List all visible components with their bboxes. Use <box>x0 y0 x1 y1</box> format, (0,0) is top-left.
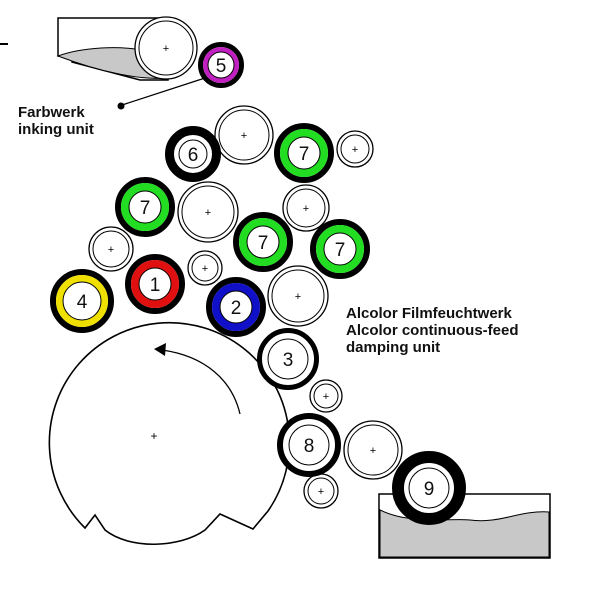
roller-7a-color-ring <box>280 129 328 177</box>
damping-distributor-roller: + <box>267 265 329 327</box>
roller-4-core <box>62 281 102 321</box>
distributor-roller-2-inner <box>181 185 235 239</box>
fountain-roller-center-mark: + <box>163 43 169 55</box>
roller-7c-color-ring <box>239 218 287 266</box>
inking-label-en: inking unit <box>18 121 94 138</box>
damping-rider-roller-1-inner <box>313 383 339 409</box>
roller-7b: 7 <box>115 177 175 237</box>
damping-distributor-roller-inner <box>271 269 325 323</box>
roller-3-number: 3 <box>283 350 294 371</box>
roller-1-color-ring <box>131 260 179 308</box>
plate-cylinder-center-mark: + <box>150 429 157 443</box>
roller-2: 2 <box>206 277 266 337</box>
roller-7c-core <box>246 225 280 259</box>
roller-7b-color-ring <box>121 183 169 231</box>
damping-rider-roller-2-center-mark: + <box>318 486 324 498</box>
damping-distributor-roller-center-mark: + <box>295 291 301 303</box>
roller-7d: 7 <box>310 219 370 279</box>
fountain-roller: + <box>134 16 198 80</box>
rider-roller-3: + <box>88 226 134 272</box>
roller-9-number: 9 <box>424 479 435 500</box>
rider-roller-4-center-mark: + <box>202 263 208 275</box>
distributor-roller-2-center-mark: + <box>205 207 211 219</box>
rotation-arrow-head <box>154 343 166 356</box>
rider-roller-1-center-mark: + <box>352 144 358 156</box>
roller-8-number: 8 <box>304 436 315 457</box>
roller-3: 3 <box>257 328 319 390</box>
roller-7a-core <box>287 136 321 170</box>
roller-7a: 7 <box>274 123 334 183</box>
roller-7a-number: 7 <box>299 144 310 165</box>
rider-roller-4-inner <box>191 254 219 282</box>
inking-leader-dot <box>117 102 125 110</box>
roller-9-core <box>408 467 450 509</box>
roller-7b-number: 7 <box>140 198 151 219</box>
fountain-roller-inner <box>138 20 194 76</box>
damping-label-de: Alcolor Filmfeuchtwerk <box>346 305 512 322</box>
rotation-arrow-arc <box>161 349 241 415</box>
damping-metering-roller-center-mark: + <box>370 445 376 457</box>
roller-9: 9 <box>392 451 466 525</box>
distributor-roller-1-center-mark: + <box>241 130 247 142</box>
damping-unit-label: Alcolor Filmfeuchtwerk Alcolor continuou… <box>346 305 519 356</box>
inking-unit-label: Farbwerk inking unit <box>18 104 94 138</box>
roller-7d-core <box>323 232 357 266</box>
damping-label-en-2: damping unit <box>346 339 441 356</box>
rider-roller-4: + <box>187 250 223 286</box>
damping-rider-roller-2: + <box>303 473 339 509</box>
roller-1-core <box>138 267 172 301</box>
roller-1: 1 <box>125 254 185 314</box>
distributor-roller-1-inner <box>218 109 270 161</box>
damping-rider-roller-1: + <box>309 379 343 413</box>
rider-roller-1-inner <box>340 134 370 164</box>
distributor-roller-1: + <box>214 105 274 165</box>
damping-rider-roller-1-center-mark: + <box>323 391 329 403</box>
damping-rider-roller-2-inner <box>307 477 335 505</box>
roller-7b-core <box>128 190 162 224</box>
plate-cylinder <box>48 321 291 545</box>
roller-6-core <box>178 139 208 169</box>
inking-leader-line <box>121 77 206 106</box>
damping-metering-roller: + <box>343 420 403 480</box>
roller-3-core <box>267 338 309 380</box>
roller-1-number: 1 <box>150 275 161 296</box>
rider-roller-2: + <box>282 184 330 232</box>
roller-2-color-ring <box>212 283 260 331</box>
roller-7d-color-ring <box>316 225 364 273</box>
inking-label-de: Farbwerk <box>18 104 85 121</box>
rider-roller-3-inner <box>92 230 130 268</box>
roller-4-number: 4 <box>77 292 88 313</box>
roller-4-color-ring <box>56 275 108 327</box>
roller-5: 5 <box>198 42 244 88</box>
roller-5-core <box>207 51 235 79</box>
roller-6: 6 <box>165 126 221 182</box>
rider-roller-3-center-mark: + <box>108 244 114 256</box>
roller-2-number: 2 <box>231 298 242 319</box>
distributor-roller-2: + <box>177 181 239 243</box>
roller-7c: 7 <box>233 212 293 272</box>
rider-roller-2-center-mark: + <box>303 203 309 215</box>
roller-2-core <box>219 290 253 324</box>
roller-7c-number: 7 <box>258 233 269 254</box>
roller-5-number: 5 <box>216 56 227 77</box>
roller-4: 4 <box>50 269 114 333</box>
roller-8-core <box>288 424 330 466</box>
roller-6-number: 6 <box>188 145 199 166</box>
roller-8: 8 <box>277 413 341 477</box>
rider-roller-2-inner <box>286 188 326 228</box>
roller-7d-number: 7 <box>335 240 346 261</box>
damping-metering-roller-inner <box>347 424 399 476</box>
rider-roller-1: + <box>336 130 374 168</box>
roller-5-color-ring <box>203 47 239 83</box>
damping-label-en-1: Alcolor continuous-feed <box>346 322 519 339</box>
